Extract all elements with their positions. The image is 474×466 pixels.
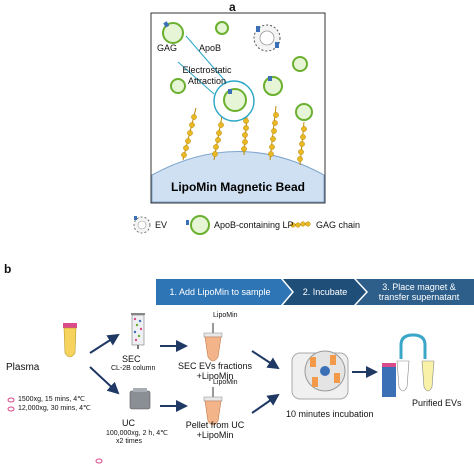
step-2: 2. Incubate: [302, 287, 348, 297]
panel-b-letter: b: [4, 262, 12, 276]
legend-ev-label: EV: [155, 220, 168, 230]
legend-gag-label: GAG chain: [316, 220, 361, 230]
plasma-condition-2: 12,000xg, 30 mins, 4℃: [18, 405, 91, 412]
uc-condition-1: 100,000xg, 2 h, 4℃: [106, 430, 168, 437]
plasma-label: Plasma: [6, 362, 40, 373]
sec-label: SEC: [122, 354, 141, 364]
lipomin-tag-sec: LipoMin: [213, 312, 238, 319]
legend-ev-icon: [133, 216, 151, 234]
legend-lp-label: ApoB-containing LP: [214, 220, 294, 230]
lipomin-tag-uc: LipoMin: [213, 379, 238, 386]
apob-lp: [263, 76, 283, 96]
gag-chain: [241, 115, 249, 156]
purified-evs-label: Purified EVs: [412, 398, 462, 408]
legend-gag-icon: [289, 221, 311, 228]
condition-oval: [7, 397, 15, 403]
uc-label: UC: [122, 418, 135, 428]
condition-oval: [95, 458, 103, 464]
panel-a-diagram: [133, 12, 326, 235]
apob-lp: [215, 21, 229, 35]
sec-sublabel: CL-2B column: [111, 365, 156, 372]
zoom-circle: [213, 80, 255, 122]
gag-label: GAG: [157, 43, 178, 53]
electrostatic-attraction-label: Electrostatic Attraction: [182, 65, 232, 86]
steps-banner: 1. Add LipoMin to sample 2. Incubate 3. …: [156, 279, 474, 305]
step-1: 1. Add LipoMin to sample: [169, 287, 271, 297]
zoom-line: [185, 35, 227, 83]
panel-a-letter: a: [229, 0, 236, 14]
apob-lps: [162, 21, 313, 121]
gag-chain: [297, 121, 307, 166]
gag-chain: [212, 115, 224, 161]
plasma-condition-1: 1500xg, 15 mins, 4℃: [18, 396, 86, 403]
apob-lp: [292, 56, 308, 72]
uc-condition-2: x2 times: [116, 438, 143, 445]
apob-lp: [170, 78, 186, 94]
step-3: 3. Place magnet & transfer supernatant: [378, 282, 460, 302]
uc-tube-icon: [203, 387, 223, 426]
panel-b-diagram: [7, 313, 435, 464]
incubation-label: 10 minutes incubation: [286, 409, 374, 419]
sec-column-icon: [131, 313, 145, 349]
sec-tube-icon: [203, 323, 223, 362]
rotator-icon: [291, 350, 349, 400]
bead-label: LipoMin Magnetic Bead: [170, 180, 305, 194]
condition-oval: [7, 406, 15, 412]
uc-result-label: Pellet from UC +LipoMin: [185, 420, 245, 440]
legend-lp-icon: [186, 215, 210, 235]
apob-lp: [162, 22, 184, 44]
zoom-line: [177, 61, 215, 95]
plasma-tube-icon: [63, 323, 77, 358]
ev-particle: [253, 24, 281, 52]
gag-chains: [181, 105, 307, 166]
uc-rotor-icon: [129, 388, 151, 410]
magnet-transfer-icon: [382, 333, 435, 397]
apob-lp: [295, 103, 313, 121]
sec-result-label: SEC EVs fractions +LipoMin: [177, 361, 253, 381]
gag-chain: [181, 107, 197, 161]
apob-lp: [223, 88, 247, 112]
apob-label: ApoB: [199, 43, 222, 53]
gag-chain: [268, 105, 279, 161]
magnetic-bead-surface: [151, 151, 325, 203]
